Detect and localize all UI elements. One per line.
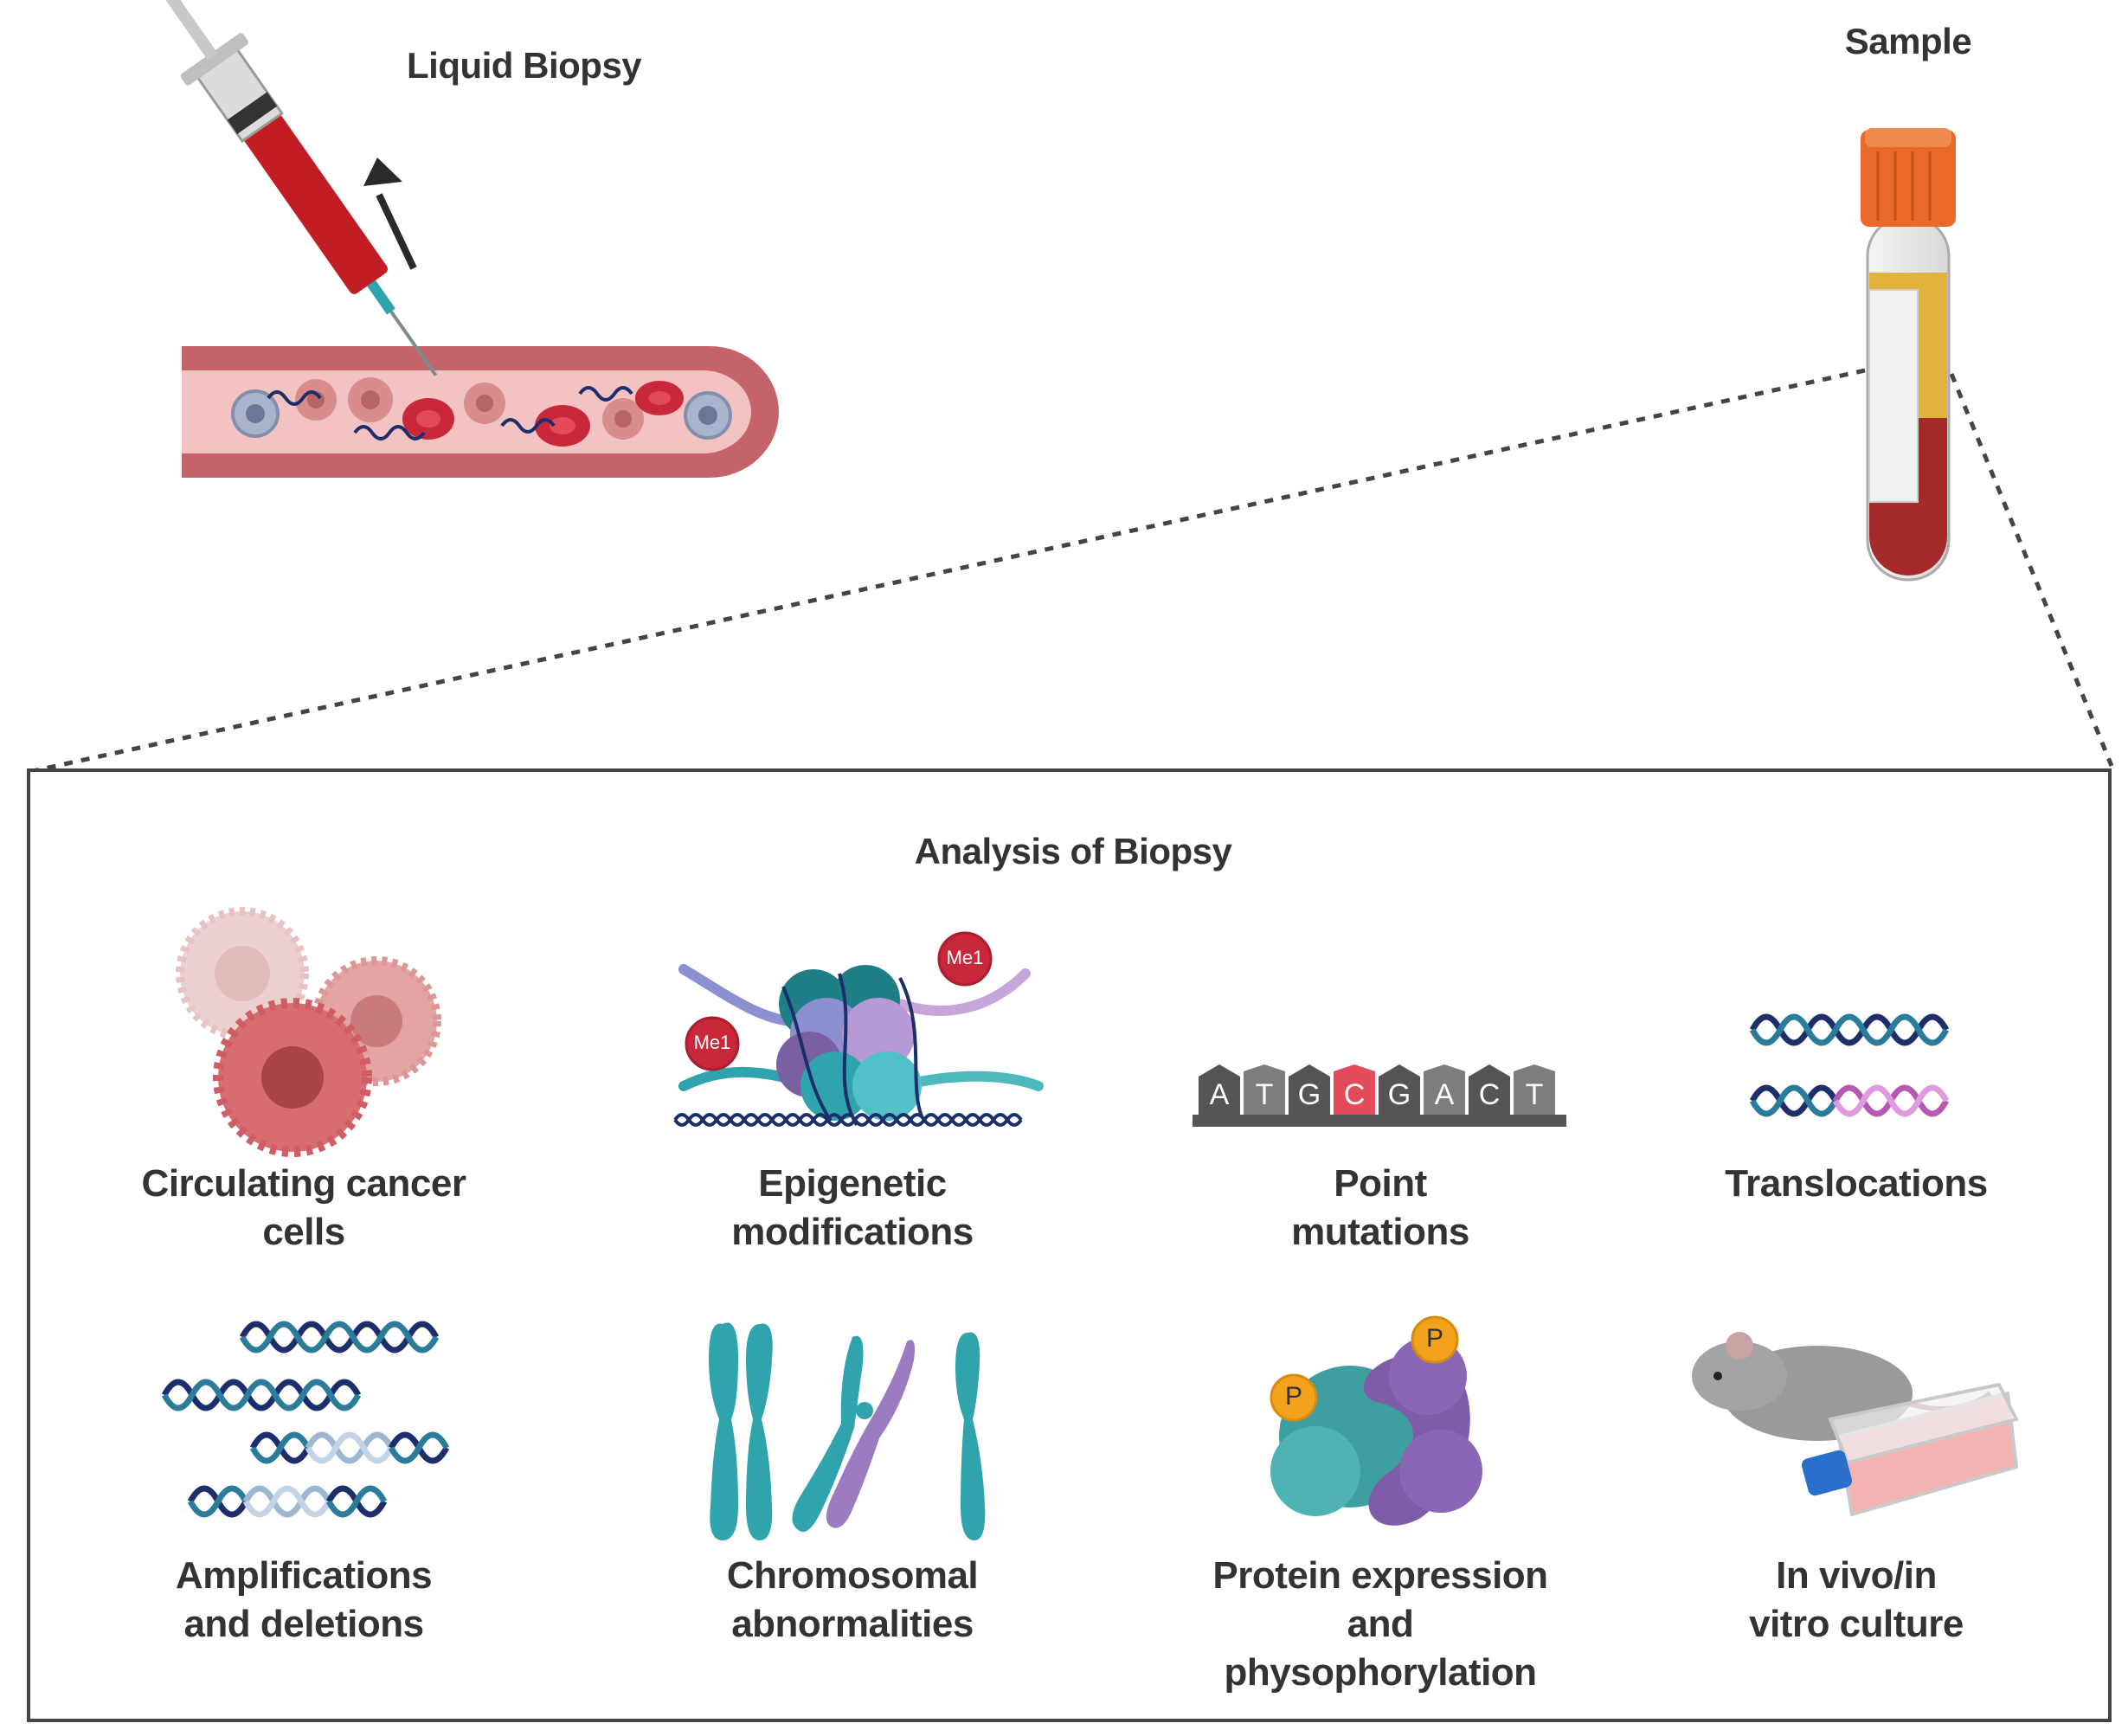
nucleotide-tile [1514, 1064, 1555, 1115]
nucleosome-icon [673, 931, 1044, 1127]
nucleotide-tile [1334, 1064, 1375, 1115]
nucleotide-tile [1244, 1064, 1285, 1115]
nucleotide-letter: A [1210, 1078, 1230, 1111]
translocation-icon [1749, 1013, 1950, 1117]
phospho-tag-left: P [1284, 1382, 1302, 1411]
sample-tube-illustration [1861, 128, 1956, 582]
panel-title: Analysis of Biopsy [914, 831, 1232, 871]
nucleotide-tile [1424, 1064, 1465, 1115]
zoom-guide-lines [28, 368, 2114, 775]
nucleotide-letter: G [1298, 1078, 1321, 1111]
nucleotide-letter: C [1344, 1078, 1366, 1111]
nucleotide-tile [1199, 1064, 1240, 1115]
protein-icon [1270, 1315, 1482, 1526]
nucleotide-tile [1469, 1064, 1510, 1115]
caption-translocations: Translocations [1725, 1162, 1988, 1205]
withdraw-arrow-icon [363, 158, 417, 270]
methyl-mark-lower [685, 1016, 740, 1071]
blood-cells [231, 377, 732, 447]
methyl-tag-lower: Me1 [693, 1032, 731, 1053]
syringe-illustration [152, 0, 438, 376]
chromosome-icon [709, 1322, 986, 1540]
phospho-tag-right: P [1425, 1324, 1443, 1353]
phosphate-mark-left [1270, 1373, 1318, 1422]
phosphate-mark-right [1411, 1315, 1459, 1364]
nucleotide-letter: G [1388, 1078, 1411, 1111]
nucleotide-letter: C [1479, 1078, 1501, 1111]
sample-label: Sample [1844, 21, 1972, 61]
nucleotide-tile [1379, 1064, 1420, 1115]
nucleotide-letter: T [1526, 1078, 1544, 1111]
amplification-icon [161, 1321, 450, 1518]
methyl-tag-upper: Me1 [946, 947, 984, 968]
analysis-frame [27, 768, 2112, 1722]
nucleotide-letter: A [1435, 1078, 1455, 1111]
cancer-cells-icon [176, 907, 441, 1157]
nucleotide-letter: T [1256, 1078, 1274, 1111]
blood-vessel-illustration [182, 346, 779, 478]
liquid-biopsy-label: Liquid Biopsy [407, 45, 642, 86]
mouse-flask-icon [1692, 1332, 2019, 1517]
cfdna-fragments [267, 386, 633, 440]
methyl-mark-upper [937, 931, 993, 987]
nucleotide-tile [1289, 1064, 1330, 1115]
